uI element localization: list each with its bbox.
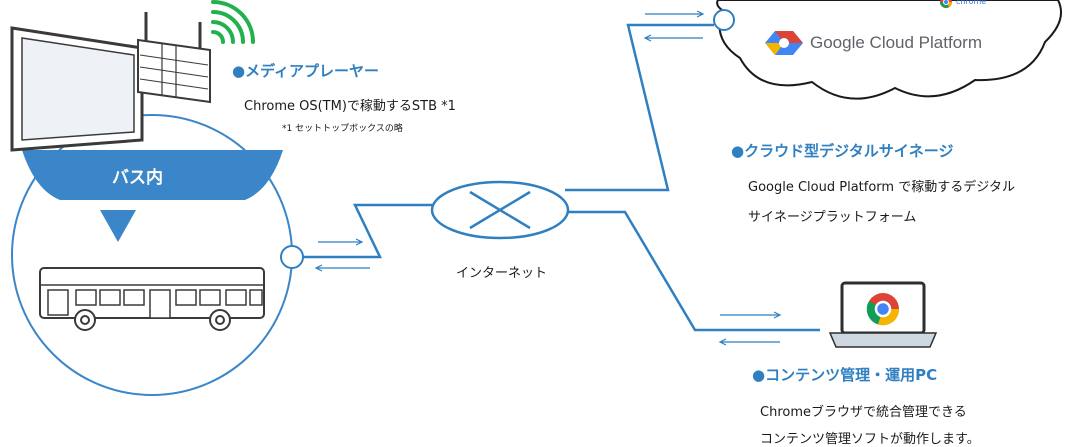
chrome-small-icon [940,0,952,8]
gcp-logo-text: Google Cloud Platform [810,33,982,52]
cloud-signage-heading: ●クラウド型デジタルサイネージ [731,142,954,160]
display-monitor-icon [10,26,144,152]
bus-circle [11,114,293,396]
cloud-shape [716,0,1062,100]
bus-icon [39,267,265,331]
media-player-heading: ●メディアプレーヤー [232,62,380,80]
pc-line2: コンテンツ管理ソフトが動作します。 [760,432,980,447]
router-icon [430,180,570,240]
gcp-logo-icon [765,31,803,55]
media-player-description: Chrome OS(TM)で稼動するSTB *1 [244,99,456,114]
wifi-icon [211,0,255,44]
chrome-icon [866,293,900,326]
bus-label-band [22,150,283,200]
pc-line1: Chromeブラウザで統合管理できる [760,405,967,420]
pc-heading: ●コンテンツ管理・運用PC [752,366,938,384]
cloud-connection-node [713,9,735,31]
internet-label: インターネット [456,266,548,281]
cloud-signage-line1: Google Cloud Platform で稼動するデジタル [748,180,1015,195]
network-lines [303,23,820,332]
bus-area-label: バス内 [112,168,163,188]
chrome-logo-text: chrome [956,0,987,6]
cloud-signage-line2: サイネージプラットフォーム [748,210,917,225]
flow-arrows [314,10,782,346]
bus-connection-node [280,245,304,269]
callout-pointer [100,210,136,242]
media-player-footnote: *1 セットトップボックスの略 [282,124,403,134]
stb-device-icon [137,12,211,104]
